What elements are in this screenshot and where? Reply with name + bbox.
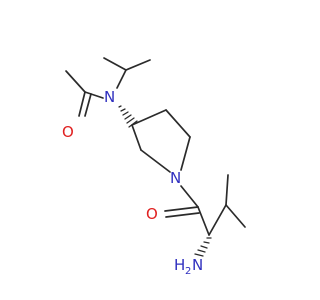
carbonyl-oxygen-label: O [146,205,158,223]
bond-ch-methyl-up [225,174,229,206]
ring-nitrogen-label: N [170,169,181,187]
bond-acetyl-methyl [65,70,86,93]
bond-ring-n1-c2 [140,149,171,173]
bond-ring-c3-c4 [131,109,167,126]
amine-nitrogen-label: N [192,256,203,274]
amine-hydrogen-label: H [174,256,185,274]
bond-alpha-ch [208,204,227,236]
bond-carbonyl-co-b [165,212,200,218]
bond-n-acetyl-carbon [84,91,104,99]
bond-carbonyl-alpha [197,206,210,236]
bond-ring-c2-c3 [131,124,142,151]
bond-carbonyl-co-a [164,206,199,212]
bond-isopropyl-ch-n [116,69,127,89]
bond-ch-methyl-right [225,204,246,228]
bond-n1-carbonyl-carbon [180,185,199,208]
bond-acetyl-co-a [78,91,86,117]
bond-acetyl-co-b [84,93,92,117]
amine-hydrogen-count: 2 [185,266,191,277]
bond-ring-c4-c5 [165,109,191,138]
bond-ring-c5-n1 [180,136,191,171]
bond-isopropyl-ch-methyl-left [103,57,127,71]
amine-group-label: H 2 N [174,256,203,277]
stereo-hash-bond-alpha-nh2 [194,237,212,257]
amide-oxygen-label: O [62,123,74,141]
molecule-structure: N O N O H 2 N [62,57,246,277]
amide-nitrogen-label: N [104,88,115,106]
bond-isopropyl-ch-methyl-right [125,59,151,71]
